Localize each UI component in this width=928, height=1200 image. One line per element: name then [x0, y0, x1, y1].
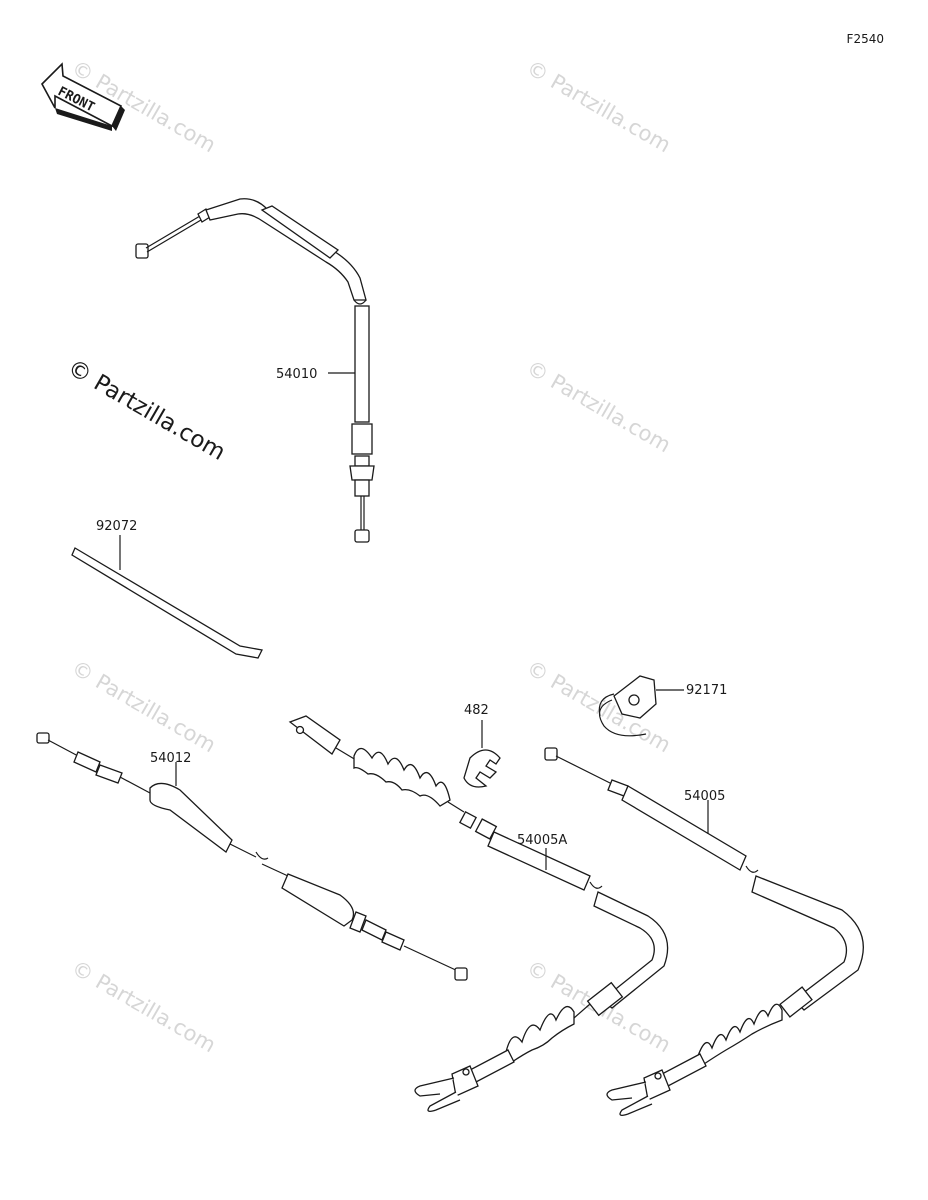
part-92171: [598, 675, 684, 737]
figure-code: F2540: [847, 32, 884, 46]
watermark: © Partzilla.com: [68, 956, 220, 1058]
watermark: © Partzilla.com: [68, 656, 220, 758]
part-54012: [36, 732, 468, 981]
watermark-dark: © Partzilla.com: [63, 355, 230, 466]
part-label-92072: 92072: [96, 519, 137, 534]
part-54010: [135, 198, 375, 543]
part-92072: [71, 535, 263, 659]
part-label-92171: 92171: [686, 683, 727, 698]
watermark: © Partzilla.com: [523, 56, 675, 158]
watermark: © Partzilla.com: [523, 356, 675, 458]
part-label-54012: 54012: [150, 751, 191, 766]
part-482: [463, 720, 501, 788]
part-label-54010: 54010: [276, 367, 317, 382]
part-label-482: 482: [464, 703, 489, 718]
part-label-54005A: 54005A: [517, 833, 567, 848]
part-54005: [544, 747, 864, 1116]
watermarks: © Partzilla.com © Partzilla.com © Partzi…: [63, 56, 675, 1058]
part-label-54005: 54005: [684, 789, 725, 804]
part-54005A: [288, 715, 669, 1112]
